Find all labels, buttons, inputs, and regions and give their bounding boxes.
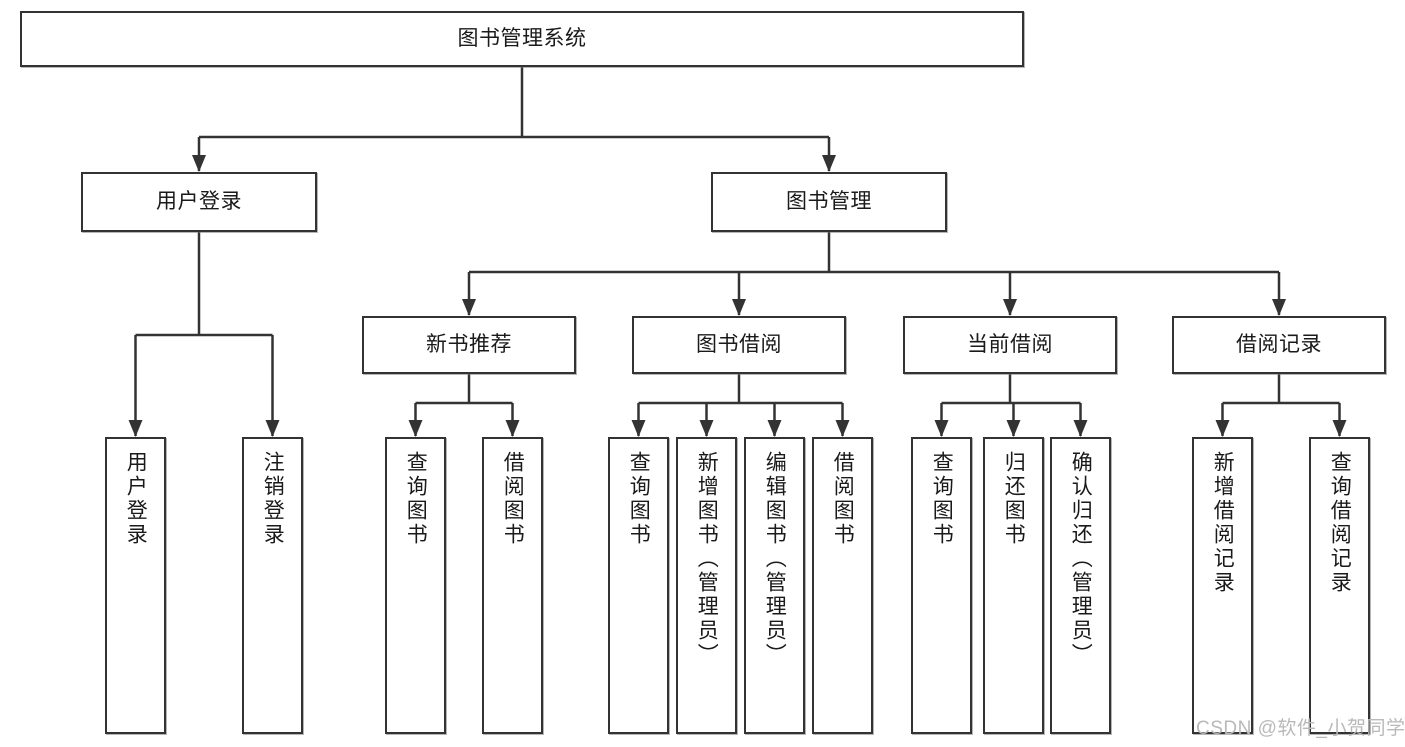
arrow-head-leaf-bk-add (699, 420, 714, 437)
node-leaf-cu-confirm[interactable]: 确认归还（管理员） (1050, 437, 1111, 734)
node-label: 图书管理 (786, 190, 872, 214)
node-leaf-bk-add[interactable]: 新增图书（管理员） (676, 437, 737, 734)
node-records[interactable]: 借阅记录 (1172, 316, 1386, 374)
node-leaf-rc-add[interactable]: 新增借阅记录 (1192, 437, 1253, 734)
node-borrow[interactable]: 图书借阅 (632, 316, 846, 374)
arrow-head-leaf-rc-add (1215, 420, 1230, 437)
arrow-head-leaf-cu-query (934, 420, 949, 437)
arrow-head-leaf-nb-query (408, 420, 423, 437)
node-leaf-rc-query[interactable]: 查询借阅记录 (1309, 437, 1370, 734)
arrow-head-leaf-bk-edit (767, 420, 782, 437)
arrow-head-leaf-rc-query (1332, 420, 1347, 437)
arrow-head-leaf-bk-borrow (835, 420, 850, 437)
arrow-head-records (1272, 299, 1286, 316)
node-bookmgmt[interactable]: 图书管理 (711, 172, 947, 232)
node-current[interactable]: 当前借阅 (903, 316, 1117, 374)
node-label: 归还图书 (1002, 451, 1026, 547)
node-leaf-bk-query[interactable]: 查询图书 (608, 437, 669, 734)
node-leaf-nb-query[interactable]: 查询图书 (385, 437, 446, 734)
node-label: 图书借阅 (696, 333, 782, 357)
arrow-head-leaf-user-login (128, 420, 143, 437)
node-label: 借阅记录 (1236, 333, 1322, 357)
arrow-head-bookmgmt (822, 155, 836, 172)
node-leaf-bk-edit[interactable]: 编辑图书（管理员） (744, 437, 805, 734)
arrow-head-newbook (462, 299, 476, 316)
node-label: 借阅图书 (501, 451, 525, 547)
node-label: 借阅图书 (831, 451, 855, 547)
arrow-head-current (1003, 299, 1017, 316)
node-leaf-logout[interactable]: 注销登录 (242, 437, 303, 734)
arrow-head-borrow (732, 299, 746, 316)
node-label: 图书管理系统 (457, 27, 587, 51)
node-leaf-cu-query[interactable]: 查询图书 (911, 437, 972, 734)
node-label: 注销登录 (261, 451, 285, 547)
node-label: 用户登录 (124, 451, 148, 547)
node-label: 查询图书 (404, 451, 428, 547)
node-label: 查询图书 (627, 451, 651, 547)
node-leaf-cu-return[interactable]: 归还图书 (983, 437, 1044, 734)
node-label: 查询图书 (930, 451, 954, 547)
watermark-text: CSDN @软件_小贺同学 (1196, 718, 1405, 739)
node-newbook[interactable]: 新书推荐 (362, 316, 576, 374)
node-label: 当前借阅 (967, 333, 1053, 357)
arrow-head-leaf-logout (265, 420, 280, 437)
node-leaf-user-login[interactable]: 用户登录 (105, 437, 166, 734)
arrow-head-leaf-cu-return (1006, 420, 1021, 437)
node-root[interactable]: 图书管理系统 (20, 11, 1024, 67)
node-label: 确认归还（管理员） (1069, 451, 1093, 667)
node-leaf-nb-borrow[interactable]: 借阅图书 (482, 437, 543, 734)
arrow-head-login (192, 155, 206, 172)
node-leaf-bk-borrow[interactable]: 借阅图书 (812, 437, 873, 734)
node-label: 用户登录 (156, 190, 242, 214)
arrow-head-leaf-bk-query (631, 420, 646, 437)
node-label: 新增图书（管理员） (695, 451, 719, 667)
node-label: 查询借阅记录 (1328, 451, 1352, 595)
arrow-head-leaf-nb-borrow (505, 420, 520, 437)
arrow-head-leaf-cu-confirm (1073, 420, 1088, 437)
node-label: 编辑图书（管理员） (763, 451, 787, 667)
node-label: 新增借阅记录 (1211, 451, 1235, 595)
node-login[interactable]: 用户登录 (81, 172, 317, 232)
node-label: 新书推荐 (426, 333, 512, 357)
